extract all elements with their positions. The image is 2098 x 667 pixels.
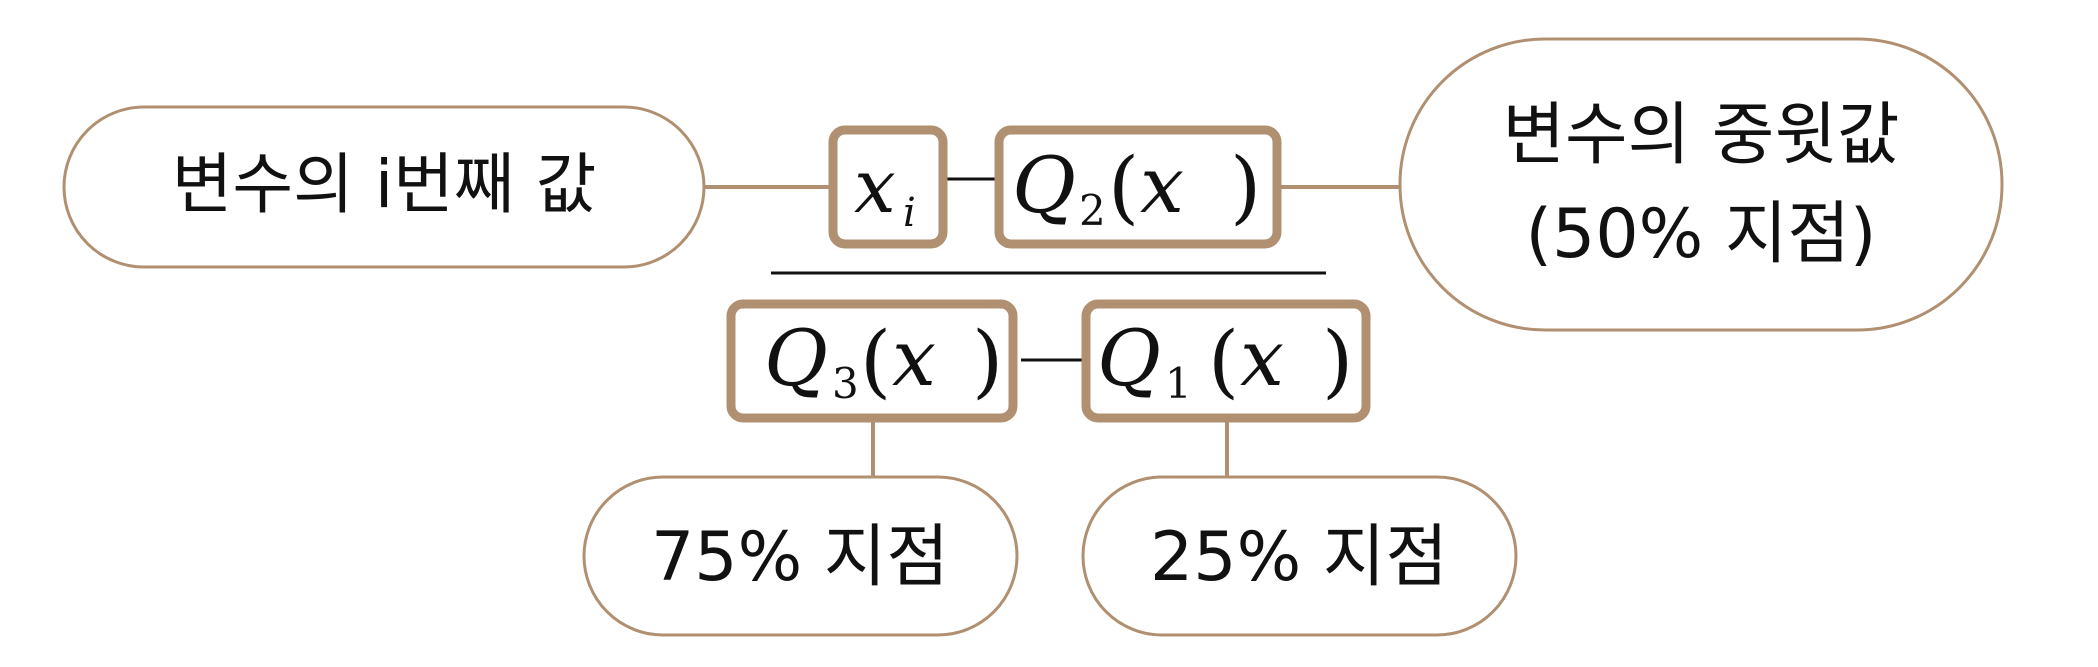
bubble-q1-meaning: 25% 지점 xyxy=(1081,475,1518,637)
term-q3-paren-close: ) xyxy=(972,314,1003,407)
term-q2-paren-close: ) xyxy=(1230,140,1261,233)
term-q1-paren-open: ( xyxy=(1208,314,1239,407)
bubble-median-line1: 변수의 중윗값 xyxy=(1503,96,1900,175)
bubble-median-line2: (50% 지점) xyxy=(1526,195,1877,274)
term-q2-symbol: Q xyxy=(1012,141,1076,231)
bubble-xi-meaning-text: 변수의 i번째 값 xyxy=(172,146,597,223)
bubble-q1-meaning-text: 25% 지점 xyxy=(1150,518,1448,597)
term-box-q1: Q 1 ( x ) xyxy=(1081,299,1371,423)
bubble-median: 변수의 중윗값 (50% 지점) xyxy=(1398,37,2004,332)
term-xi-symbol: x xyxy=(854,144,896,230)
term-q2-argument: x xyxy=(1140,141,1184,231)
term-q3-symbol: Q xyxy=(764,314,828,404)
bubble-q3-meaning: 75% 지점 xyxy=(582,475,1019,637)
term-q1-argument: x xyxy=(1240,314,1284,404)
term-q2-paren-open: ( xyxy=(1108,140,1139,233)
bubble-xi-meaning: 변수의 i번째 값 xyxy=(62,105,706,269)
term-q3-paren-open: ( xyxy=(860,314,891,407)
term-q3-argument: x xyxy=(892,314,936,404)
term-q3-subscript: 3 xyxy=(832,359,859,408)
operators xyxy=(943,177,1083,362)
term-q1-paren-close: ) xyxy=(1322,314,1353,407)
term-q1-symbol: Q xyxy=(1097,314,1161,404)
term-box-q2: Q 2 ( x ) xyxy=(994,125,1282,249)
term-q1-subscript: 1 xyxy=(1165,359,1192,408)
bubble-q3-meaning-text: 75% 지점 xyxy=(651,518,949,597)
term-box-q3: Q 3 ( x ) xyxy=(726,299,1018,423)
term-box-xi: x i xyxy=(828,125,948,249)
term-xi-subscript: i xyxy=(903,190,916,236)
term-q2-subscript: 2 xyxy=(1079,186,1106,235)
connectors xyxy=(704,185,1400,477)
